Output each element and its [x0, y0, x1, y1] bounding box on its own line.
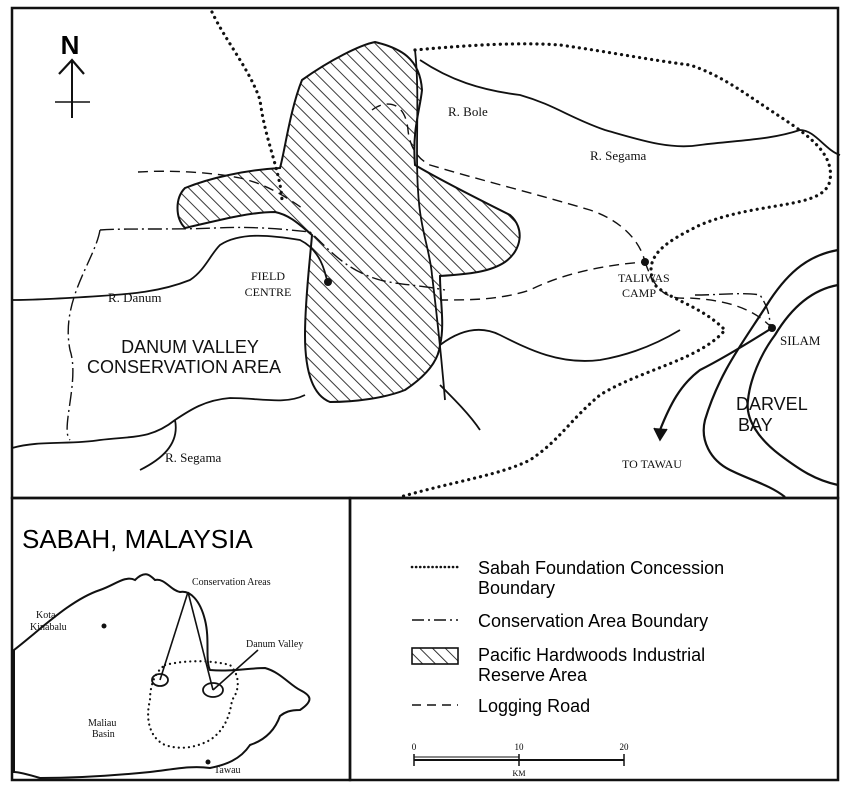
silam-label: SILAM [780, 333, 821, 348]
inset-danum-area [202, 682, 224, 698]
inset-maliau-area [151, 673, 169, 687]
inset-pointer-maliau [159, 591, 189, 681]
river-segama-ne [419, 59, 841, 156]
inset-pointer-danum [187, 591, 214, 691]
legend: Sabah Foundation Concession Boundary Con… [410, 558, 724, 778]
river-segama-main [439, 328, 681, 362]
scale-bar: 0 10 20 KM [412, 742, 629, 778]
silam-marker [768, 324, 776, 332]
field-centre-marker [324, 278, 332, 286]
concession-boundary [210, 10, 284, 202]
legend-item-logging-road: Logging Road [478, 696, 590, 716]
r-segama-ne-label: R. Segama [590, 148, 647, 163]
darvel-bay-label-1: DARVEL [736, 394, 808, 414]
inset-pointer-danum-label [212, 649, 259, 691]
kota-kinabalu-marker [101, 623, 107, 629]
conservation-boundary-danum [66, 226, 446, 441]
inset-tawau-label: Tawau [214, 765, 241, 776]
legend-hatch-swatch [411, 647, 459, 665]
danum-valley-label-2: CONSERVATION AREA [87, 357, 281, 377]
logging-road-main [371, 103, 646, 301]
legend-item-concession-line2: Boundary [478, 578, 555, 598]
inset-conservation-areas-label: Conservation Areas [192, 577, 271, 588]
arrow-to-tawau-icon [653, 427, 668, 442]
legend-item-reserve-line1: Pacific Hardwoods Industrial [478, 645, 705, 665]
danum-valley-label-1: DANUM VALLEY [121, 337, 259, 357]
inset-maliau-label-1: Maliau [88, 718, 116, 729]
concession-boundary-north [398, 42, 833, 499]
river-segama-south [439, 384, 481, 431]
field-centre-label-2: CENTRE [245, 285, 292, 299]
legend-frame [348, 496, 840, 782]
tawau-marker [205, 759, 211, 765]
scale-tick-10: 10 [515, 742, 525, 752]
coastline [702, 248, 839, 498]
logging-road-east [644, 261, 773, 329]
north-letter: N [61, 30, 80, 60]
scale-tick-20: 20 [620, 742, 630, 752]
taliwas-camp-marker [641, 258, 649, 266]
inset-concession-boundary [147, 660, 239, 749]
river-bole [414, 49, 446, 401]
taliwas-label-1: TALIWAS [618, 271, 670, 285]
r-danum-label: R. Danum [108, 290, 161, 305]
legend-item-concession-line1: Sabah Foundation Concession [478, 558, 724, 578]
to-tawau-label: TO TAWAU [622, 457, 682, 471]
inset-maliau-label-2: Basin [92, 729, 115, 740]
road-to-tawau [658, 327, 773, 431]
river-segama-sw [11, 394, 306, 471]
logging-road-west [137, 170, 306, 211]
inset-danum-valley-label: Danum Valley [246, 639, 303, 650]
taliwas-label-2: CAMP [622, 286, 656, 300]
inset-kota-label-1: Kota [36, 610, 56, 621]
inset-kota-label-2: Kinabalu [30, 622, 67, 633]
legend-item-reserve-line2: Reserve Area [478, 665, 588, 685]
industrial-reserve-area [176, 40, 521, 404]
river-danum [11, 234, 329, 301]
coastline-inner [746, 283, 839, 487]
r-bole-label: R. Bole [448, 104, 488, 119]
darvel-bay-label-2: BAY [738, 415, 773, 435]
sabah-outline [13, 573, 311, 780]
r-segama-sw-label: R. Segama [165, 450, 222, 465]
inset-title: SABAH, MALAYSIA [22, 524, 253, 554]
legend-item-conservation: Conservation Area Boundary [478, 611, 708, 631]
scale-unit: KM [513, 769, 526, 778]
north-arrow-icon: N [55, 30, 90, 118]
scale-tick-0: 0 [412, 742, 417, 752]
field-centre-label-1: FIELD [251, 269, 285, 283]
